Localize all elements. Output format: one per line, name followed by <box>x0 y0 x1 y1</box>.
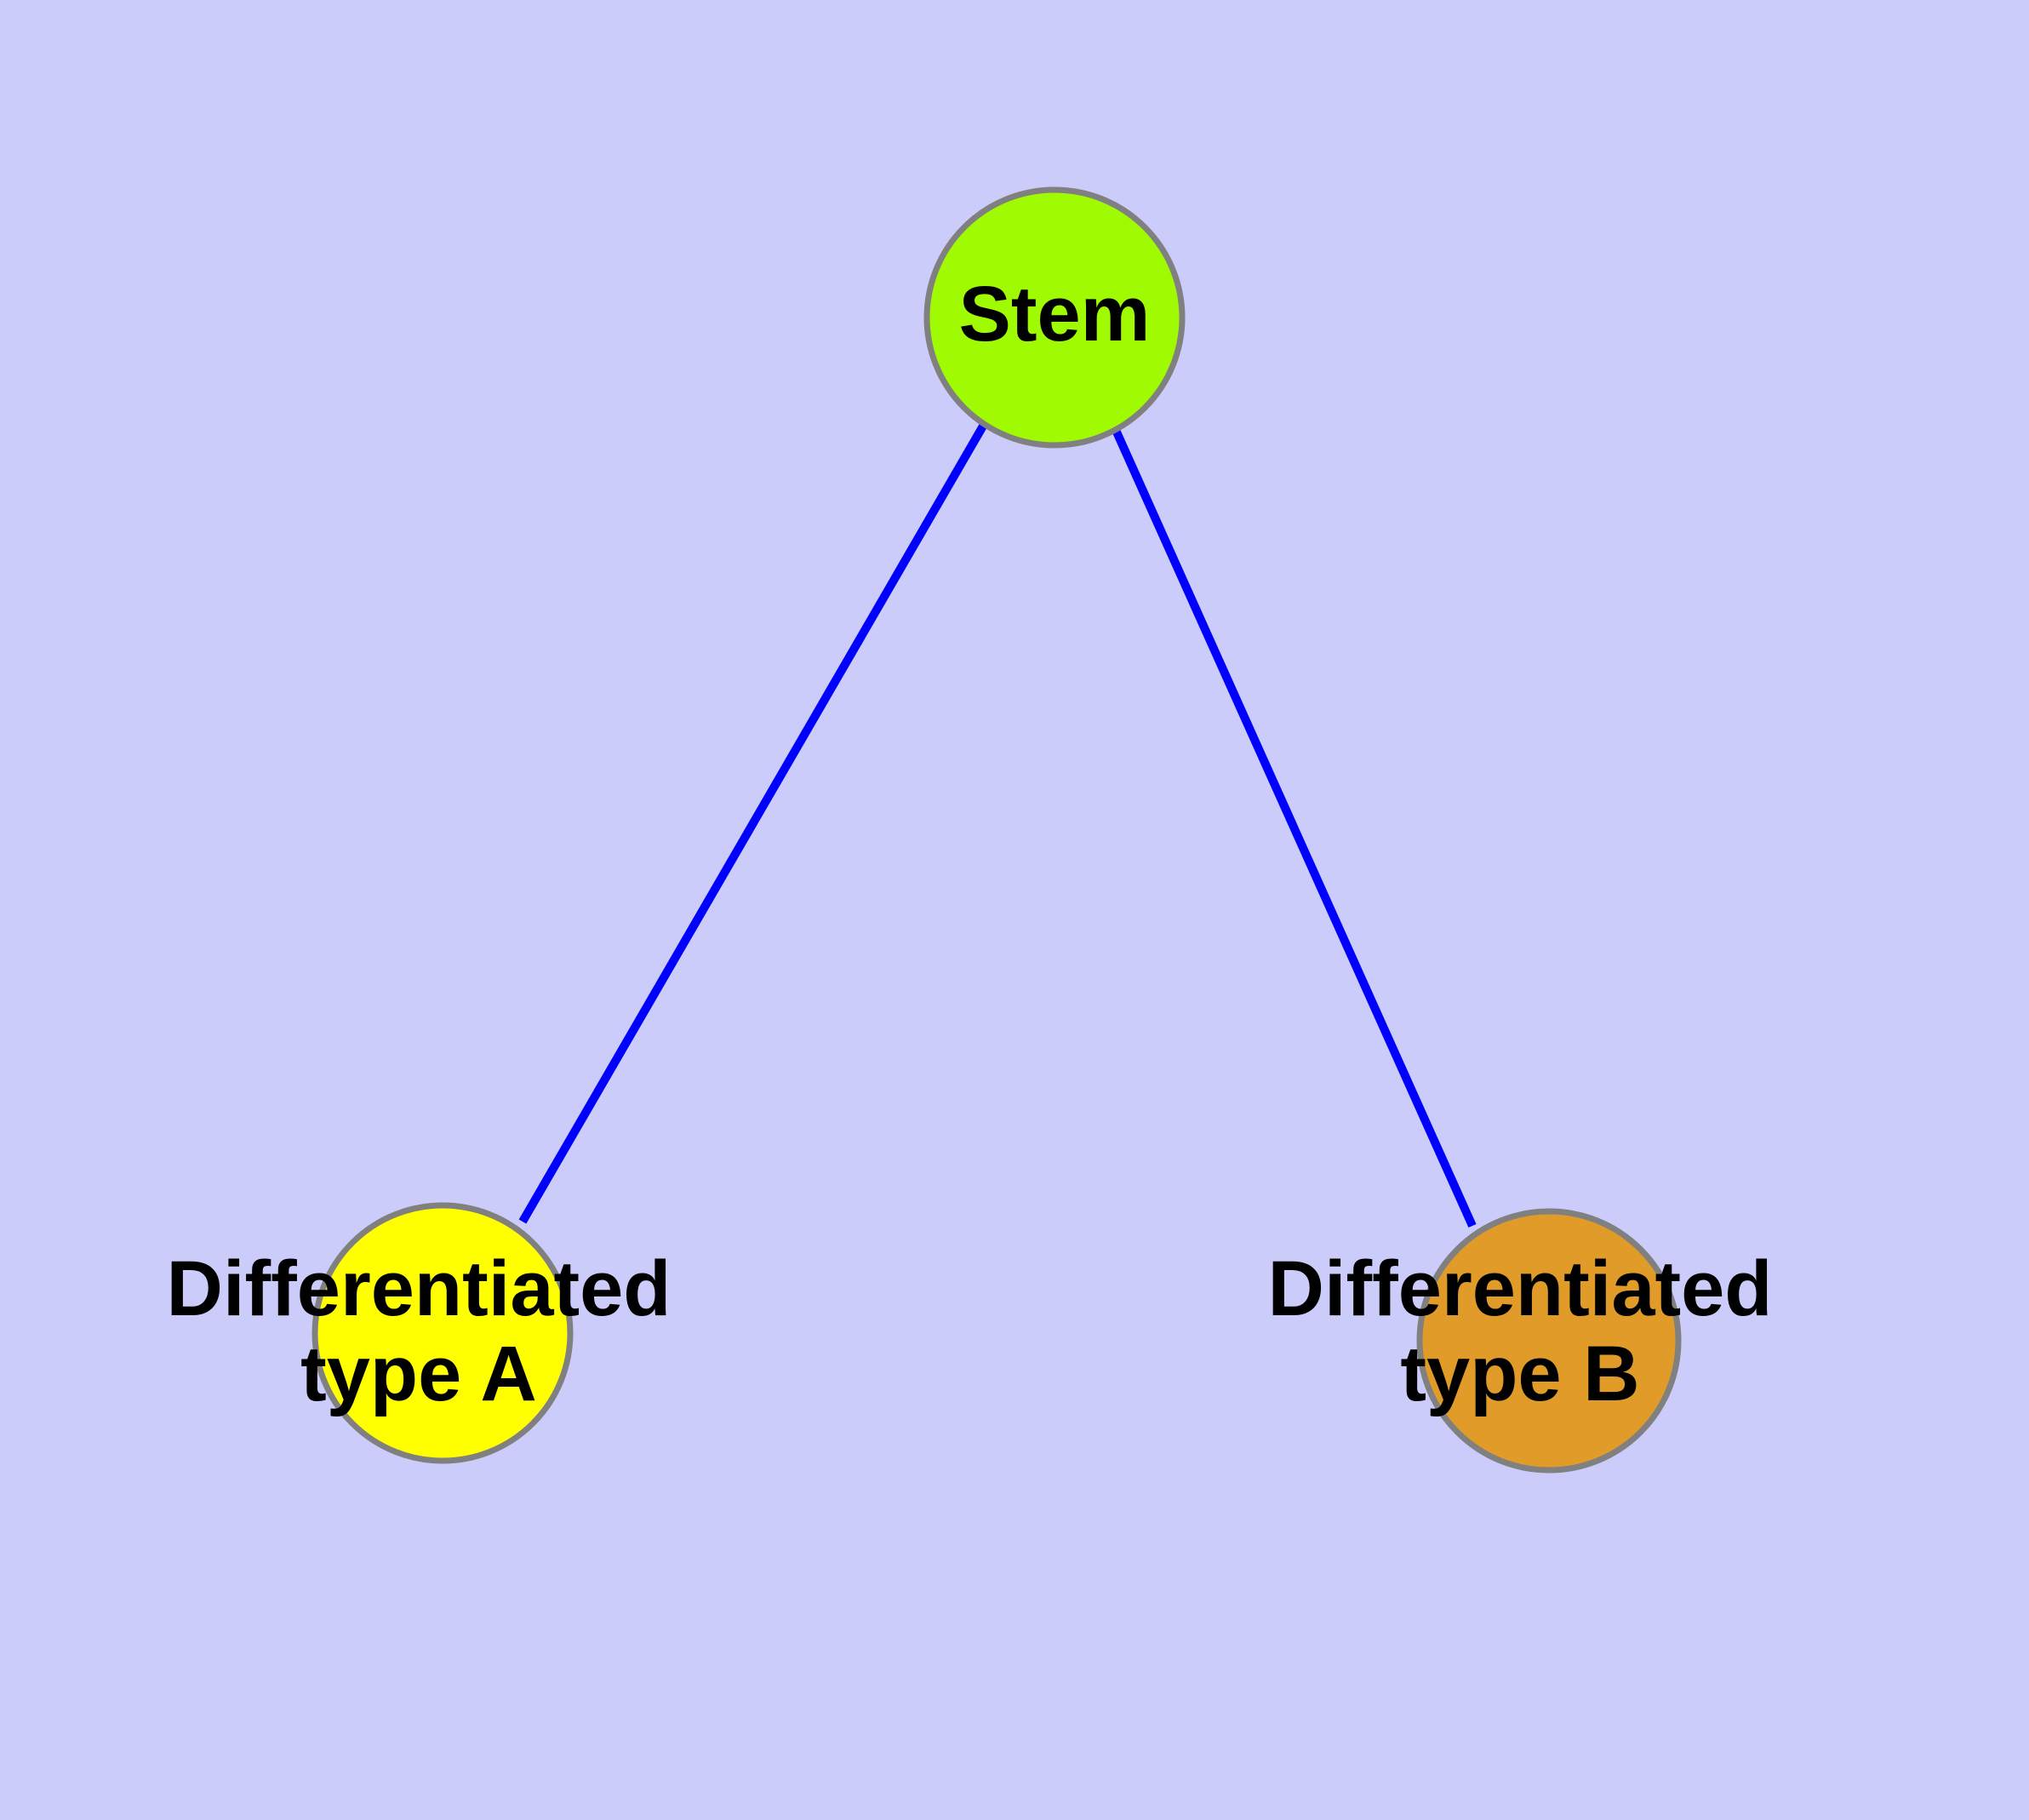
edge-stem-to-diff-b[interactable] <box>1111 426 1477 1228</box>
node-label-stem: Stem <box>959 271 1151 358</box>
label-layer: Stem Differentiated type A Differentiate… <box>167 271 1773 1417</box>
edge-stem-to-diff-a[interactable] <box>518 421 989 1224</box>
node-layer <box>311 186 1682 1474</box>
node-label-differentiated-type-a-line2: type A <box>300 1331 537 1417</box>
node-stem[interactable] <box>923 186 1186 449</box>
node-label-differentiated-type-b-line2: type B <box>1400 1331 1639 1417</box>
node-label-differentiated-type-a-line1: Differentiated <box>167 1245 672 1332</box>
node-label-differentiated-type-b-line1: Differentiated <box>1268 1245 1773 1332</box>
node-differentiated-type-b[interactable] <box>1416 1208 1682 1474</box>
edge-layer <box>518 421 1477 1228</box>
node-differentiated-type-a[interactable] <box>311 1202 574 1464</box>
